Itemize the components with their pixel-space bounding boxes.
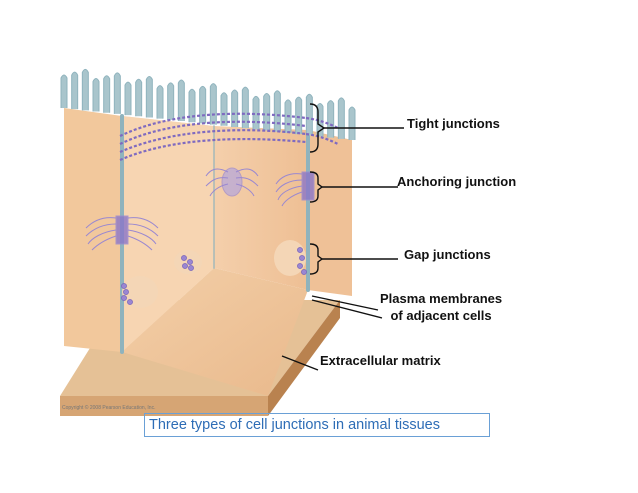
plasma-membranes-label: Plasma membranes of adjacent cells (380, 290, 502, 324)
microvillus (337, 97, 345, 139)
microvilli (60, 68, 356, 140)
microvillus (209, 83, 217, 125)
microvillus (273, 90, 281, 132)
microvillus (220, 92, 228, 126)
microvillus (252, 95, 260, 130)
microvillus (177, 79, 185, 122)
microvillus (71, 71, 79, 110)
microvillus (327, 100, 335, 138)
microvillus (92, 78, 100, 112)
microvillus (305, 93, 313, 136)
gap-junction-clusters (121, 240, 307, 308)
microvillus (263, 93, 271, 131)
tight-junction-strands (119, 112, 339, 162)
microvillus (113, 72, 121, 114)
microvillus (188, 88, 196, 123)
anchoring-junction-desmosomes (85, 167, 315, 251)
microvillus (103, 75, 111, 113)
microvillus (156, 85, 164, 119)
figure-caption: Three types of cell junctions in animal … (144, 413, 490, 437)
microvillus (295, 96, 303, 135)
copyright-notice: Copyright © 2008 Pearson Education, Inc. (62, 405, 156, 411)
gap-junctions-label: Gap junctions (404, 247, 491, 262)
microvillus (60, 74, 68, 108)
anchoring-junction-label: Anchoring junction (397, 174, 517, 189)
tight-junctions-label: Tight junctions (407, 116, 500, 131)
extracellular-matrix-label: Extracellular matrix (320, 353, 441, 368)
microvillus (135, 78, 143, 117)
microvillus (81, 68, 89, 111)
microvillus (241, 86, 249, 129)
callout-lines (281, 103, 404, 371)
microvillus (199, 85, 207, 124)
microvillus (231, 89, 239, 127)
microvillus (348, 106, 356, 140)
plasma-membranes-label-line1: Plasma membranes (380, 291, 503, 306)
plasma-membranes-label-line2: of adjacent cells (390, 308, 492, 323)
microvillus (145, 75, 153, 118)
microvillus (124, 81, 132, 116)
microvillus (167, 82, 175, 120)
